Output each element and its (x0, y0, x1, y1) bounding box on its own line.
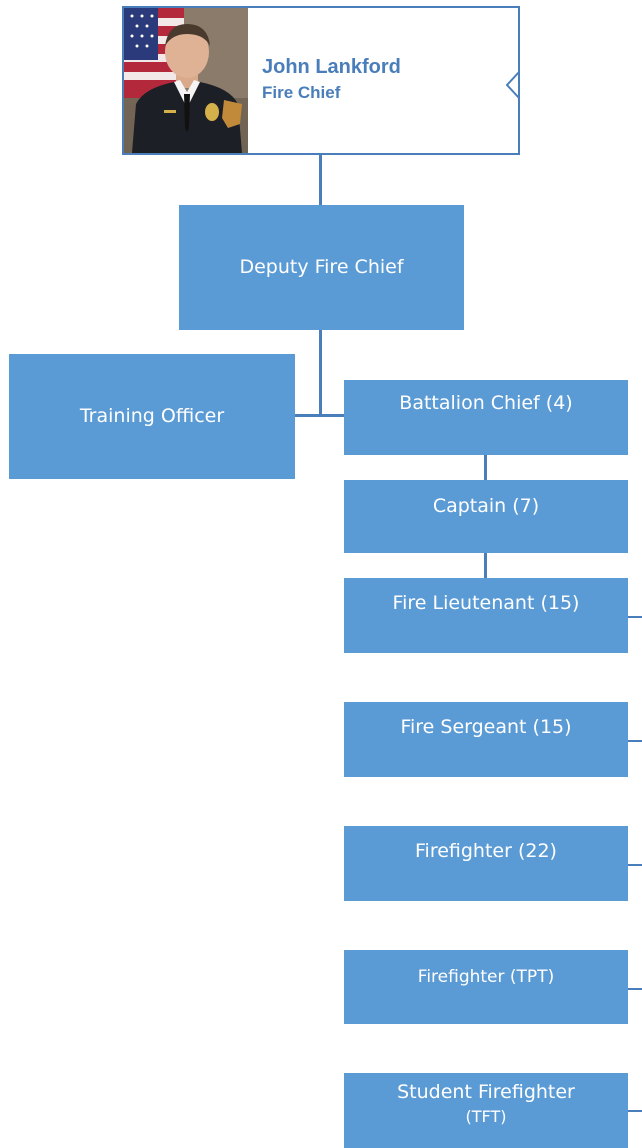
fire-lieutenant-box[interactable]: Fire Lieutenant (15) (344, 578, 628, 653)
fire-chief-card[interactable]: John Lankford Fire Chief (122, 6, 520, 155)
chief-name: John Lankford (262, 56, 401, 78)
firefighter-tpt-label: Firefighter (TPT) (417, 967, 555, 987)
student-firefighter-label: Student Firefighter (397, 1081, 575, 1103)
firefighter-box[interactable]: Firefighter (22) (344, 826, 628, 901)
connector-deputy-down (319, 330, 322, 416)
fire-lieutenant-label: Fire Lieutenant (15) (392, 592, 580, 614)
chief-photo (124, 8, 248, 153)
connector-student-right (628, 1110, 642, 1112)
battalion-chief-label: Battalion Chief (4) (399, 392, 573, 414)
training-officer-label: Training Officer (79, 405, 225, 428)
fire-sergeant-label: Fire Sergeant (15) (400, 716, 572, 738)
captain-box[interactable]: Captain (7) (344, 480, 628, 553)
chief-title: Fire Chief (262, 83, 341, 102)
firefighter-tpt-box[interactable]: Firefighter (TPT) (344, 950, 628, 1024)
connector-lieutenant-right (628, 616, 642, 618)
collapse-caret-icon[interactable] (504, 70, 520, 100)
fire-sergeant-box[interactable]: Fire Sergeant (15) (344, 702, 628, 777)
deputy-fire-chief-box[interactable]: Deputy Fire Chief (179, 205, 464, 330)
training-officer-box[interactable]: Training Officer (9, 354, 295, 479)
firefighter-label: Firefighter (22) (415, 840, 557, 862)
connector-firefighter-right (628, 864, 642, 866)
chief-text-block: John Lankford Fire Chief (262, 56, 401, 103)
deputy-fire-chief-label: Deputy Fire Chief (239, 256, 404, 279)
student-firefighter-sublabel: (TFT) (465, 1106, 507, 1126)
connector-chief-deputy (319, 155, 322, 205)
connector-sergeant-right (628, 740, 642, 742)
student-firefighter-box[interactable]: Student Firefighter (TFT) (344, 1073, 628, 1148)
connector-firefighter-tpt-right (628, 988, 642, 990)
chief-portrait-image (124, 8, 248, 153)
connector-battalion-captain (484, 455, 487, 480)
connector-captain-lieutenant (484, 553, 487, 578)
battalion-chief-box[interactable]: Battalion Chief (4) (344, 380, 628, 455)
connector-training (295, 414, 345, 417)
captain-label: Captain (7) (432, 495, 540, 517)
